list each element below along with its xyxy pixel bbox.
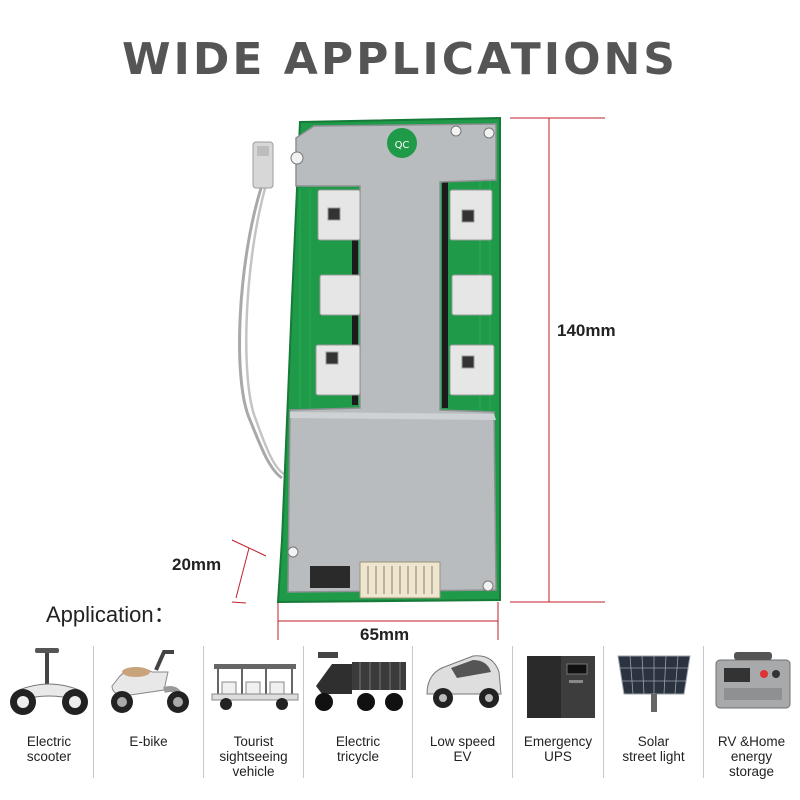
qc-sticker: QC: [395, 140, 410, 151]
application-item: Low speed EV: [413, 642, 512, 777]
divider: [412, 646, 413, 778]
application-label: Electric tricycle: [335, 734, 381, 764]
terminals: [315, 189, 495, 396]
height-dimension-label: 140mm: [557, 321, 616, 340]
energy-storage-icon: [715, 652, 791, 709]
application-item: Electric scooter: [5, 642, 93, 777]
page-title: WIDE APPLICATIONS: [122, 34, 678, 85]
electric-tricycle-icon: [315, 652, 406, 711]
application-label: Low speed EV: [429, 734, 496, 764]
divider: [603, 646, 604, 778]
application-label: Emergency UPS: [523, 734, 593, 764]
application-label: Tourist sightseeing vehicle: [219, 734, 288, 779]
application-label: Electric scooter: [26, 734, 72, 764]
application-label: Solar street light: [622, 734, 685, 764]
application-item: Electric tricycle: [304, 642, 412, 777]
application-item: Emergency UPS: [513, 642, 603, 777]
application-item: Tourist sightseeing vehicle: [204, 642, 303, 779]
application-item: Solar street light: [604, 642, 703, 777]
divider: [303, 646, 304, 778]
balance-connector: [310, 561, 441, 599]
self-balancing-scooter-icon: [10, 648, 88, 715]
application-item: E-bike: [94, 642, 203, 777]
divider: [512, 646, 513, 778]
divider: [203, 646, 204, 778]
applications-list: Electric scooter E-bike Tourist sightsee…: [0, 642, 800, 782]
sightseeing-vehicle-icon: [211, 664, 299, 710]
e-bike-icon: [111, 650, 189, 713]
ntc-wire: [238, 141, 285, 480]
solar-panel-icon: [617, 655, 691, 712]
application-heading: Application：: [46, 602, 176, 627]
ups-icon: [527, 656, 595, 718]
low-speed-ev-icon: [426, 655, 502, 708]
divider: [703, 646, 704, 778]
application-label: RV &Home energy storage: [717, 734, 786, 779]
application-label: E-bike: [129, 734, 168, 749]
width-dimension-label: 65mm: [360, 625, 410, 644]
dimension-lines: [231, 117, 605, 640]
divider: [93, 646, 94, 778]
thickness-dimension-label: 20mm: [172, 555, 222, 574]
application-item: RV &Home energy storage: [704, 642, 799, 779]
